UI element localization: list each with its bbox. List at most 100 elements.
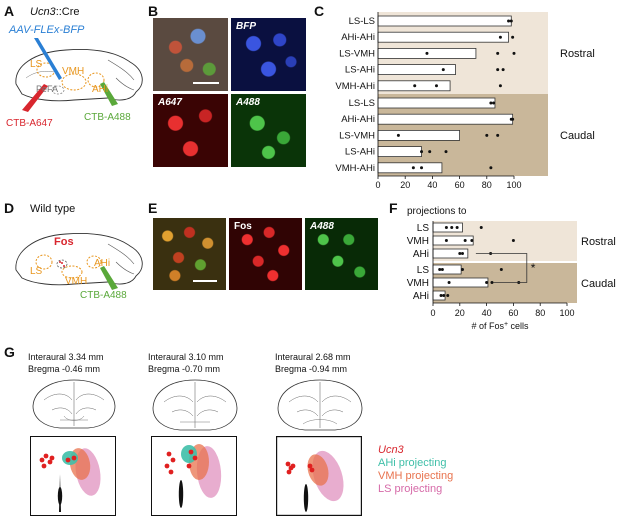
- panel-e-label: E: [148, 200, 158, 216]
- panel-c-data-point: [492, 101, 496, 105]
- panel-a-brain-sagittal: [15, 38, 143, 112]
- panel-c-data-point: [396, 133, 400, 137]
- legend-ucn3: Ucn3: [378, 444, 404, 456]
- panel-c-data-point: [509, 19, 513, 23]
- panel-f-data-point: [511, 239, 515, 242]
- panel-a-region-ahi: AHi: [92, 84, 109, 95]
- panel-c-data-point: [411, 166, 415, 170]
- panel-f-category-label: VMH: [407, 278, 429, 289]
- panel-f-bar: [432, 235, 474, 246]
- panel-f-data-point: [470, 239, 474, 242]
- panel-d-region-vmh: VMH: [65, 276, 88, 287]
- panel-a-title-suffix: ::Cre: [55, 6, 80, 18]
- panel-c-x-tick-label: 100: [506, 180, 521, 188]
- panel-f-bar: [432, 277, 489, 288]
- panel-c-data-point: [512, 51, 516, 55]
- panel-e-fos-image: Fos: [229, 218, 302, 290]
- panel-f-x-tick-label: 100: [559, 308, 574, 318]
- panel-c-bar: [377, 146, 422, 158]
- panel-b-scale-bar: [193, 82, 219, 84]
- panel-b-a647-label: A647: [158, 97, 182, 108]
- panel-c-data-point: [428, 150, 432, 154]
- panel-c-data-point: [420, 166, 424, 170]
- panel-f-group-label-0: Rostral: [581, 236, 616, 248]
- panel-d-region-fos: Fos: [54, 236, 74, 248]
- panel-c-category-label: LS-VMH: [339, 48, 375, 59]
- panel-c-data-point: [507, 19, 511, 23]
- panel-a-region-pefa: PeFA: [36, 84, 59, 94]
- panel-f-data-point: [460, 268, 464, 271]
- panel-c-data-point: [496, 51, 500, 55]
- panel-f-data-point: [442, 294, 446, 297]
- panel-e-fos-label: Fos: [234, 221, 252, 232]
- panel-f-significance-bracket: [475, 253, 528, 283]
- panel-f-data-point: [499, 268, 503, 271]
- panel-f-category-label: AHi: [413, 291, 429, 302]
- panel-c-label: C: [314, 3, 325, 19]
- section-3-projection-map: [276, 436, 362, 516]
- panel-f-category-label: VMH: [407, 236, 429, 247]
- section-1-bregma: Bregma -0.46 mm: [28, 364, 101, 374]
- panel-c-group-label-0: Rostral: [560, 48, 595, 60]
- panel-f-data-point: [444, 226, 448, 229]
- panel-c-category-label: LS-VMH: [339, 130, 375, 141]
- panel-d-label: D: [4, 200, 15, 216]
- panel-f-data-point: [447, 281, 451, 284]
- panel-c-data-point: [496, 68, 500, 72]
- panel-f-data-point: [458, 252, 462, 255]
- panel-c-bar: [377, 97, 496, 109]
- section-3-coronal-outline: [277, 379, 363, 431]
- panel-a-region-vmh: VMH: [62, 66, 85, 77]
- panel-g-label: G: [4, 344, 15, 360]
- panel-c-data-point: [489, 166, 493, 170]
- panel-c-data-point: [511, 35, 515, 39]
- panel-c-category-label: VMH-AHi: [335, 81, 375, 92]
- legend-ahi-projecting: AHi projecting: [378, 457, 447, 469]
- section-1-projection-map: [30, 436, 116, 516]
- panel-c-x-tick-label: 80: [482, 180, 492, 188]
- panel-c-chart: RostralLS-LSAHi-AHiLS-VMHLS-AHiVMH-AHiCa…: [335, 12, 595, 188]
- panel-d-title: Wild type: [30, 203, 76, 215]
- panel-d-region-ahi: AHi: [94, 258, 111, 269]
- section-2-bregma: Bregma -0.70 mm: [148, 364, 221, 374]
- panel-f-title: projections to: [407, 206, 467, 217]
- section-3-interaural: Interaural 2.68 mm: [275, 352, 351, 362]
- panel-f-data-point: [446, 294, 450, 297]
- panel-f-significance-star: *: [531, 261, 536, 275]
- panel-f-data-point: [479, 226, 483, 229]
- panel-c-category-label: LS-LS: [349, 16, 375, 27]
- panel-b-bfp-label: BFP: [236, 21, 256, 32]
- panel-c-category-label: AHi-AHi: [341, 114, 375, 125]
- panel-c-data-point: [434, 84, 438, 88]
- panel-c-category-label: VMH-AHi: [335, 163, 375, 174]
- panel-c-bar: [377, 162, 443, 174]
- panel-d-region-ls: LS: [30, 266, 43, 277]
- panel-f-data-point: [463, 239, 467, 242]
- section-2-projection-map: [151, 436, 237, 516]
- panel-f-data-point: [485, 281, 489, 284]
- panel-f-x-tick-label: 20: [455, 308, 465, 318]
- panel-b-a647-image: A647: [153, 94, 228, 167]
- panel-f-data-point: [439, 294, 443, 297]
- panel-c-bar: [377, 130, 460, 141]
- panel-c-bar: [377, 15, 512, 27]
- section-1-interaural: Interaural 3.34 mm: [28, 352, 104, 362]
- panel-f-bar: [432, 264, 462, 275]
- panel-f-data-point: [444, 239, 448, 242]
- panel-f-data-point: [438, 268, 442, 271]
- panel-c-category-label: AHi-AHi: [341, 32, 375, 43]
- panel-f-label: F: [389, 200, 398, 216]
- panel-b-a488-image: A488: [231, 94, 306, 167]
- panel-c-x-tick-label: 40: [427, 180, 437, 188]
- section-3-bregma: Bregma -0.94 mm: [275, 364, 348, 374]
- panel-b-merge-image: [153, 18, 228, 91]
- legend-ls-projecting: LS projecting: [378, 483, 443, 495]
- panel-a-title-gene: Ucn3: [30, 6, 56, 18]
- panel-b-bfp-image: BFP: [231, 18, 306, 91]
- panel-c-category-label: LS-LS: [349, 98, 375, 109]
- panel-c-bar: [377, 113, 514, 125]
- panel-b-a488-label: A488: [236, 97, 260, 108]
- panel-d-tracer: CTB-A488: [80, 290, 127, 301]
- section-2-coronal-outline: [152, 379, 238, 431]
- panel-c-data-point: [425, 51, 429, 55]
